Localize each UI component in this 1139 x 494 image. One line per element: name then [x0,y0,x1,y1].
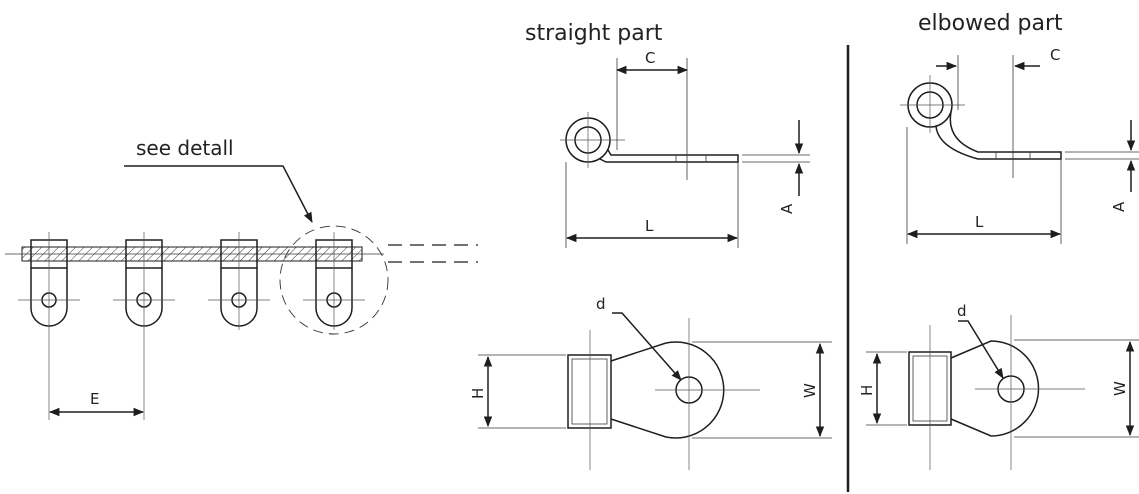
hinge-knuckle [113,232,175,420]
see-detail-label: see detall [136,136,234,160]
straight-side-view: C A L [560,49,810,248]
straight-top-view: d H W [469,295,832,470]
dim-d-label-straight: d [596,295,606,313]
dim-w-label-straight: W [801,383,819,398]
dim-d-label-elbowed: d [957,302,967,320]
dim-w-label-elbowed: W [1111,381,1129,396]
dim-l-label-elbowed: L [975,213,984,231]
dim-a-label-straight: A [778,203,796,214]
straight-part: straight part C A L [469,21,832,470]
elbowed-part: elbowed part C A L [858,11,1139,470]
dim-h-label-elbowed: H [858,385,876,396]
chain-overview: see detall E [5,136,478,420]
dim-l-label-straight: L [645,217,654,235]
dim-c-label-straight: C [645,49,655,67]
dim-a-label-elbowed: A [1110,201,1128,212]
dim-c-label-elbowed: C [1050,46,1060,64]
hinge-knuckle [208,232,270,330]
hinge-knuckle [303,232,365,330]
detail-circle [279,225,389,335]
elbowed-side-view: C A L [900,46,1139,244]
hinge-knuckle [18,232,80,420]
straight-part-heading: straight part [525,21,663,46]
dim-e-label: E [90,390,99,408]
callout-leader [124,165,313,223]
elbowed-top-view: d H W [858,302,1139,470]
dim-h-label-straight: H [469,388,487,399]
elbowed-part-heading: elbowed part [918,11,1063,36]
